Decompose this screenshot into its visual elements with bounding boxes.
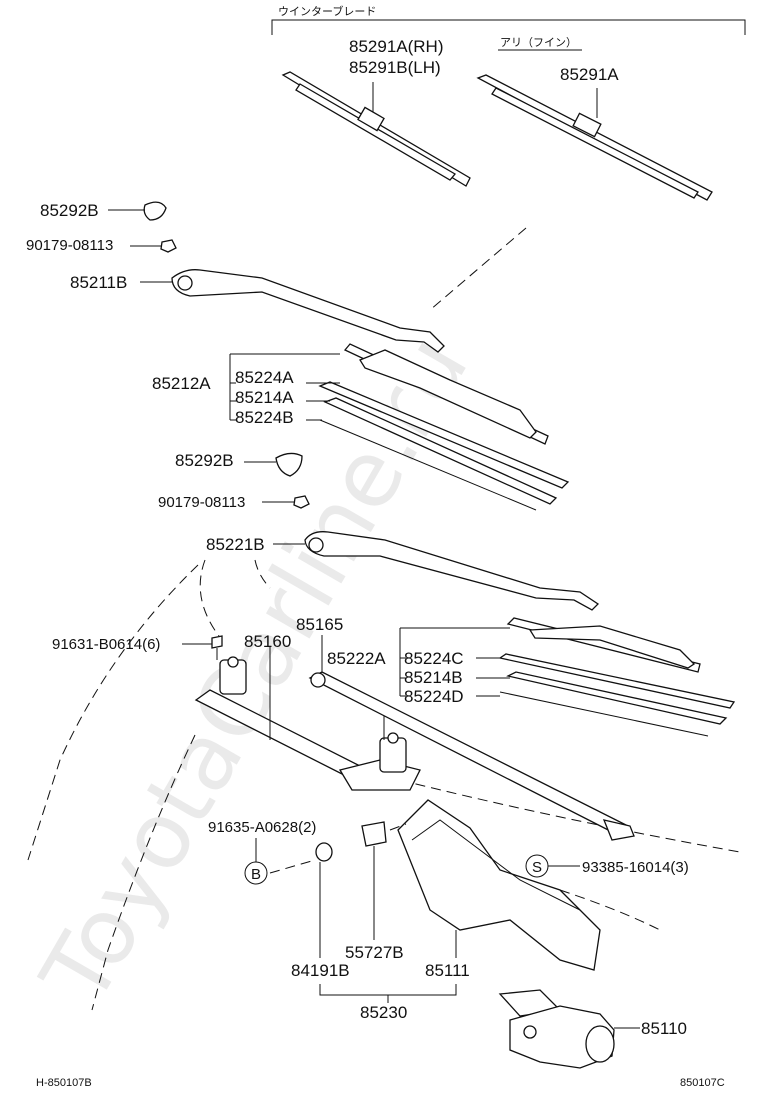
label-85110: 85110 <box>641 1019 687 1038</box>
label-91631: 91631-B0614(6) <box>52 636 160 653</box>
sweep-line-c <box>254 559 271 589</box>
label-85291A: 85291A <box>560 65 619 84</box>
wiper-arm-85221B <box>304 531 600 611</box>
label-85111: 85111 <box>425 961 470 980</box>
blade-assembly-85222A <box>498 617 736 737</box>
callout-b <box>244 861 268 885</box>
label-85230: 85230 <box>360 1003 407 1022</box>
label-85222A: 85222A <box>327 649 386 668</box>
wiper-motor-85110 <box>498 989 615 1069</box>
wiper-arm-85211B <box>171 269 445 353</box>
label-85224D: 85224D <box>404 687 464 706</box>
label-85224A: 85224A <box>235 368 294 387</box>
bracket-85111 <box>397 799 601 971</box>
label-85212A: 85212A <box>152 374 211 393</box>
label-winter-blade: ウインターブレード <box>278 4 376 18</box>
label-85291B-LH: 85291B(LH) <box>349 58 441 77</box>
link-rod-85165 <box>308 671 635 841</box>
ref-code-left: H-850107B <box>36 1077 92 1089</box>
cap-85292B-top <box>143 201 167 221</box>
label-90179-top: 90179-08113 <box>26 237 113 254</box>
label-85214A: 85214A <box>235 388 294 407</box>
label-85224B: 85224B <box>235 408 294 427</box>
label-85211B: 85211B <box>70 273 127 292</box>
label-85291A-RH: 85291A(RH) <box>349 37 444 56</box>
label-85292B-mid: 85292B <box>175 451 234 470</box>
sweep-line-a <box>199 559 223 641</box>
winter-blade-bracket <box>271 19 746 35</box>
label-85221B: 85221B <box>206 535 265 554</box>
nut-90179-mid <box>293 495 310 509</box>
label-85224C: 85224C <box>404 649 464 668</box>
label-85214B: 85214B <box>404 668 463 687</box>
sweep-line-f <box>559 889 661 931</box>
label-90179-mid: 90179-08113 <box>158 494 245 511</box>
sweep-line-e <box>399 779 741 853</box>
wiper-blade-85291A-RH <box>281 71 471 187</box>
sweep-line-top <box>429 227 527 311</box>
label-85165: 85165 <box>296 615 343 634</box>
label-ari-fine: アリ（フイン） <box>500 36 577 49</box>
cap-85292B-mid <box>275 452 303 477</box>
callout-s-letter: S <box>532 859 542 876</box>
label-84191B: 84191B <box>291 961 350 980</box>
blade-assembly-85212A <box>318 343 570 511</box>
label-91635: 91635-A0628(2) <box>208 819 316 836</box>
link-rod-85160 <box>194 656 421 791</box>
cushion-55727B <box>361 821 387 847</box>
label-85292B-top: 85292B <box>40 201 99 220</box>
ref-code-right: 850107C <box>680 1077 725 1089</box>
label-85160: 85160 <box>244 632 291 651</box>
grommet-84191B <box>315 842 333 862</box>
nut-90179-top <box>160 239 177 253</box>
sweep-line-b <box>27 564 199 861</box>
wiper-blade-85291A <box>476 74 713 201</box>
label-93385: 93385-16014(3) <box>582 859 689 876</box>
label-55727B: 55727B <box>345 943 404 962</box>
sweep-line-d <box>91 734 196 1011</box>
callout-b-letter: B <box>251 866 261 883</box>
bolt-91631 <box>211 635 223 649</box>
